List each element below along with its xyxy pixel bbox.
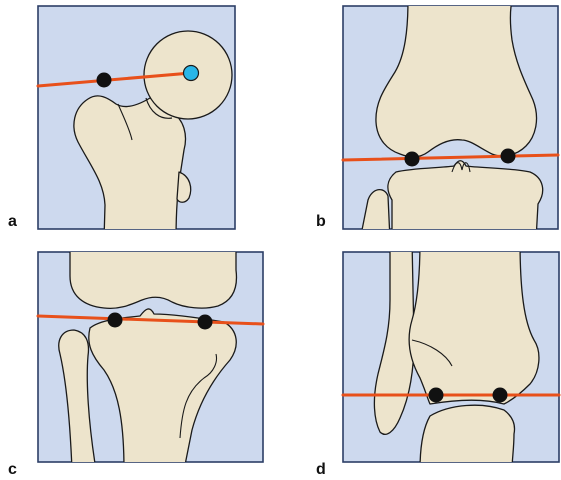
panel-b-medial-point [405, 152, 420, 167]
panel-a: a [8, 6, 235, 240]
panel-d-lateral-point [493, 388, 508, 403]
panel-d-medial-point [429, 388, 444, 403]
panel-b-label: b [316, 213, 326, 230]
panel-a-label: a [8, 213, 17, 230]
proximal-tibia [388, 161, 543, 240]
panel-c-medial-point [108, 313, 123, 328]
talus [420, 405, 515, 470]
panel-c-label: c [8, 461, 17, 478]
panel-c: c [8, 240, 263, 478]
panel-b-lateral-point [501, 149, 516, 164]
panel-d: d [316, 240, 559, 478]
panel-d-label: d [316, 461, 326, 478]
panel-b: b [316, 0, 558, 240]
panel-a-head-center-point [184, 66, 199, 81]
panel-c-lateral-point [198, 315, 213, 330]
distal-tibia [409, 240, 539, 404]
panel-a-landmark-point [97, 73, 112, 88]
